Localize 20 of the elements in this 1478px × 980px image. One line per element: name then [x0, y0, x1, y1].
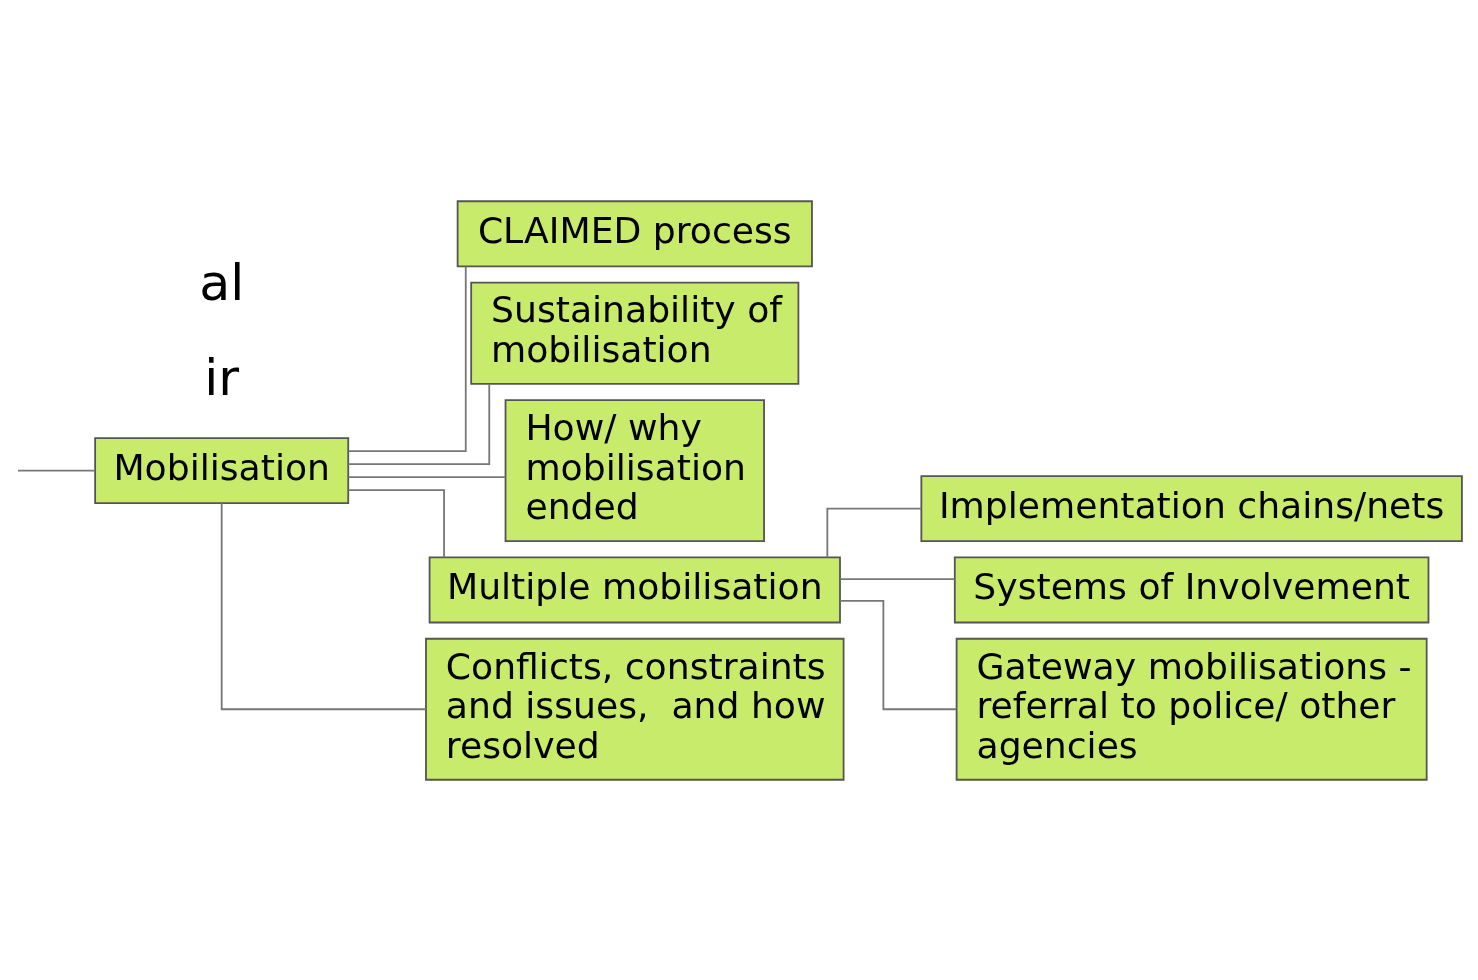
node-box: Conflicts, constraints and issues, and how resolved — [425, 637, 845, 781]
connector — [17, 469, 96, 471]
node-box: CLAIMED process — [456, 199, 813, 267]
connector — [839, 599, 958, 710]
node-box: Multiple mobilisation — [428, 556, 841, 623]
node-box: Mobilisation — [94, 436, 350, 504]
connector — [347, 488, 445, 558]
connector — [347, 475, 507, 478]
connector — [826, 507, 923, 558]
label: ir — [204, 347, 240, 406]
node-box: Gateway mobilisations - referral to police/ other agencies — [955, 637, 1428, 781]
node-box: Systems of Involvement — [953, 556, 1430, 623]
connector — [839, 577, 956, 580]
node-box: Sustainability of mobilisation — [470, 281, 800, 385]
label: al — [199, 252, 245, 312]
connector — [347, 382, 491, 465]
node-box: How/ why mobilisation ended — [504, 398, 765, 542]
connector — [347, 265, 467, 452]
connector — [220, 501, 427, 710]
node-box: Implementation chains/nets — [920, 474, 1463, 542]
